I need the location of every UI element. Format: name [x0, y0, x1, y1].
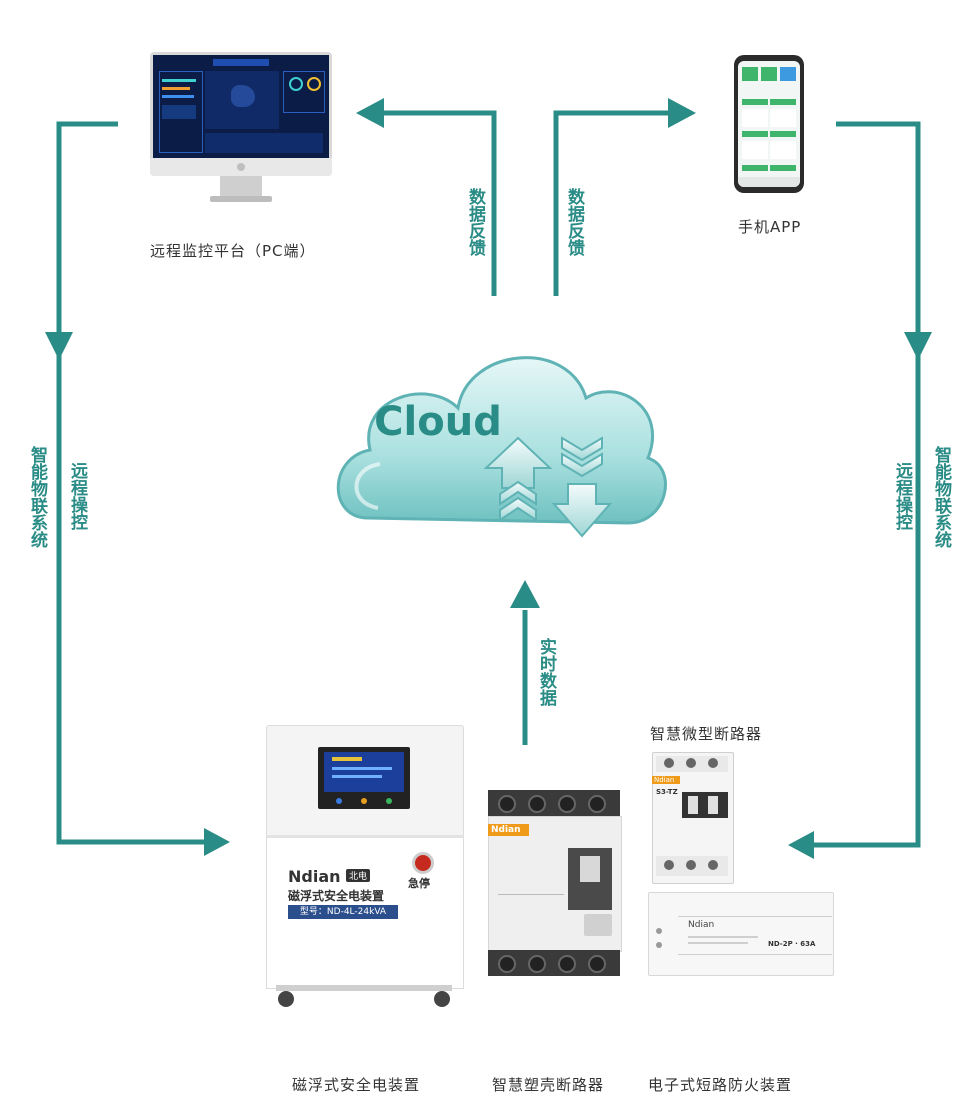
- cabinet-display: [318, 747, 410, 809]
- mcb-label: 智慧微型断路器: [650, 725, 763, 743]
- caster-wheel-icon: [278, 991, 294, 1007]
- remote-control-right-label: 远程操控: [892, 462, 912, 530]
- arrow-head-left-right: [204, 828, 230, 856]
- download-arrow-icon: [551, 436, 613, 538]
- mccb-brand: Ndian: [488, 824, 529, 836]
- caster-wheel-icon: [434, 991, 450, 1007]
- cabinet-model: 型号：ND-4L-24kVA: [288, 905, 398, 919]
- cabinet-brand-tag: 北电: [346, 869, 371, 882]
- iot-system-left-label: 智能物联系统: [27, 446, 47, 548]
- afdd-brand: Ndian: [688, 920, 715, 930]
- left-loop-line: [56, 121, 208, 845]
- feedback-right-line: [553, 110, 672, 296]
- pc-platform-label: 远程监控平台（PC端）: [150, 242, 316, 260]
- dashboard-screen: [153, 55, 329, 158]
- mccb-breaker-illustration: Ndian: [488, 790, 622, 976]
- emergency-stop-label: 急停: [408, 877, 430, 890]
- mcb-brand: Ndian: [652, 776, 680, 784]
- afdd-label: 电子式短路防火装置: [648, 1076, 793, 1094]
- arrow-head-feedback-right: [668, 98, 696, 128]
- mccb-label: 智慧塑壳断路器: [492, 1076, 605, 1094]
- emergency-stop-icon: [412, 852, 434, 874]
- right-loop-line: [812, 121, 921, 848]
- cabinet-name: 磁浮式安全电装置: [288, 889, 385, 903]
- cabinet-label: 磁浮式安全电装置: [292, 1076, 421, 1094]
- phone-illustration: [734, 55, 804, 193]
- iot-system-right-label: 智能物联系统: [931, 446, 951, 548]
- pc-monitor-illustration: [150, 52, 332, 204]
- afdd-device-illustration: Ndian ND-2P · 63A: [648, 892, 834, 976]
- remote-control-left-label: 远程操控: [67, 462, 87, 530]
- feedback-right-label: 数据反馈: [564, 188, 584, 256]
- arrow-head-right-left: [788, 831, 814, 859]
- feedback-left-label: 数据反馈: [465, 188, 485, 256]
- mcb-breaker-illustration: Ndian S3-TZ: [652, 752, 734, 884]
- cloud-icon: Cloud: [336, 356, 667, 538]
- safety-power-cabinet: Ndian 北电 磁浮式安全电装置 型号：ND-4L-24kVA 急停: [266, 725, 464, 1007]
- afdd-model: ND-2P · 63A: [768, 940, 816, 948]
- app-screen: [738, 61, 800, 187]
- arrow-head-realtime: [510, 580, 540, 608]
- mobile-app-label: 手机APP: [738, 218, 802, 236]
- cloud-label: Cloud: [374, 399, 502, 445]
- cabinet-brand: Ndian: [288, 867, 341, 886]
- mcb-model: S3-TZ: [656, 788, 678, 796]
- arrow-head-right-down: [904, 332, 932, 360]
- feedback-left-line: [380, 110, 497, 296]
- upload-arrow-icon: [483, 436, 553, 522]
- realtime-data-label: 实时数据: [536, 638, 556, 706]
- arrow-head-feedback-left: [356, 98, 384, 128]
- arrow-head-left-down: [45, 332, 73, 360]
